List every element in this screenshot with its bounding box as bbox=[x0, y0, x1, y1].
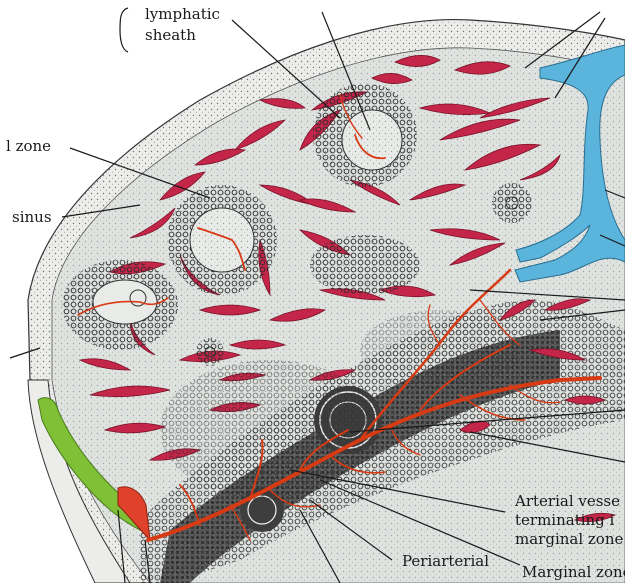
label-lymphatic: lymphatic bbox=[145, 6, 220, 23]
label-sheath: sheath bbox=[145, 27, 196, 44]
label-arterial-3: marginal zone bbox=[515, 531, 623, 548]
label-zone: l zone bbox=[6, 138, 51, 155]
label-marginal-zone: Marginal zone bbox=[522, 564, 625, 581]
label-sinus: sinus bbox=[12, 209, 52, 226]
label-arterial-1: Arterial vesse bbox=[515, 493, 620, 510]
label-arterial-2: terminating i bbox=[515, 512, 614, 529]
label-bracket bbox=[120, 8, 128, 52]
label-periarterial: Periarterial bbox=[402, 553, 489, 570]
